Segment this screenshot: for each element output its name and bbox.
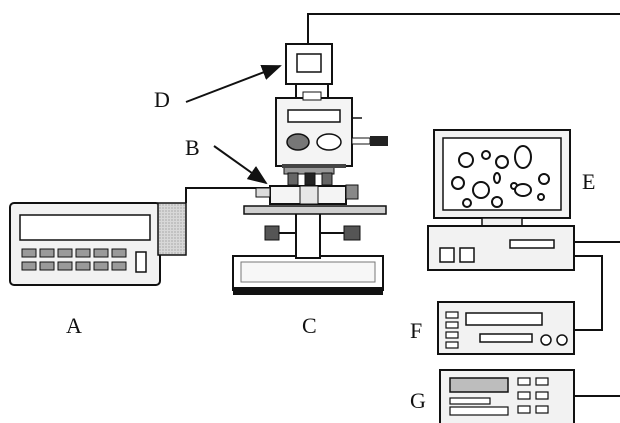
computer-device-e [427,129,575,271]
camera-window [296,53,322,73]
device-g-slot-2 [449,406,509,416]
monitor-stand [481,217,523,227]
cable-computer-to-f [574,255,603,331]
controller-keypad [21,248,127,271]
label-d: D [154,87,170,112]
device-g-display [449,377,509,393]
label-g: G [410,388,426,413]
recorder-button-4 [445,341,459,349]
controller-side-button [135,251,147,273]
controller-display [19,214,151,241]
microscope-head-knob-dark [286,133,310,151]
label-b: B [185,135,200,160]
cable-camera-to-computer [307,13,620,44]
label-c: C [302,313,317,338]
computer-button-2 [459,247,475,263]
arrow-icon [213,145,268,185]
microscope-base-inner [240,261,376,283]
cable-controller-to-stage [185,187,270,203]
device-g-slot-1 [449,397,491,405]
computer-button-1 [439,247,455,263]
device-g-key-1 [517,377,531,386]
camera-device-d [285,43,333,85]
recorder-display [465,312,543,326]
stage-b-left-clip [255,187,271,198]
recorder-body [437,301,575,355]
monitor-particles [451,145,550,208]
recorder-knob-1 [540,334,552,346]
label-e: E [582,169,595,194]
cable-lines [185,13,620,397]
microscope-device-c [232,83,388,295]
recorder-button-2 [445,321,459,329]
device-g-key-2 [535,377,549,386]
objective-turret [283,165,335,186]
microscope-column [295,209,321,259]
recorder-knob-2 [556,334,568,346]
arrow-icon [185,64,282,103]
label-f: F [410,318,422,343]
microscope-head [275,97,353,167]
drive-slot [509,239,555,249]
recorder-device-f [437,301,575,355]
recorder-slot [479,333,533,343]
device-g-key-6 [535,405,549,414]
microscope-side-handle [351,137,371,145]
focus-knob-left [264,225,280,241]
recorder-button-3 [445,331,459,339]
device-g-key-5 [517,405,531,414]
microscope-head-window [287,109,341,123]
device-g-key-4 [535,391,549,400]
recorder-button-1 [445,311,459,319]
microscope-base-plate [233,287,383,295]
microscope-stage [243,205,387,215]
controller-device-a [9,202,187,286]
microscope-head-knob-light [316,133,342,151]
stage-b-right-clip [345,184,359,200]
focus-knob-right [343,225,361,241]
device-g-key-3 [517,391,531,400]
label-a: A [66,313,82,338]
controller-device-g [439,369,575,423]
controller-connector [157,202,187,256]
